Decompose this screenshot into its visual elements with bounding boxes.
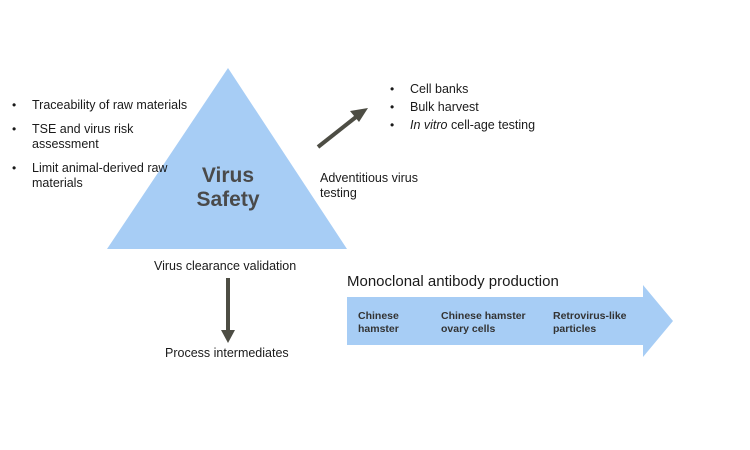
clearance-arrow-head: [221, 330, 235, 343]
list-item: TSE and virus risk assessment: [12, 122, 192, 152]
list-item: Traceability of raw materials: [12, 98, 192, 113]
list-item: Bulk harvest: [390, 100, 590, 115]
production-title: Monoclonal antibody production: [347, 273, 559, 290]
raw-materials-list: Traceability of raw materials TSE and vi…: [12, 98, 192, 200]
clearance-arrow: [221, 278, 235, 343]
adventitious-arrow: [316, 108, 368, 149]
adventitious-arrow-shaft: [316, 115, 358, 149]
list-item: Cell banks: [390, 82, 590, 97]
process-intermediates-label: Process intermediates: [165, 346, 289, 360]
production-stage-chinese-hamster: Chinese hamster: [358, 310, 399, 335]
triangle-title-line2: Safety: [196, 188, 260, 211]
triangle-title-line1: Virus: [201, 164, 255, 187]
list-item: Limit animal-derived raw materials: [12, 161, 192, 191]
list-item-rest: cell-age testing: [447, 118, 536, 132]
list-item: In vitro cell-age testing: [390, 118, 590, 133]
virus-clearance-label: Virus clearance validation: [154, 259, 297, 273]
production-stage-retrovirus: Retrovirus-like particles: [553, 310, 627, 335]
adventitious-arrow-head: [350, 108, 368, 122]
adventitious-testing-label: Adventitious virus testing: [320, 171, 418, 200]
list-item-italic: In vitro: [410, 118, 448, 132]
testing-list: Cell banks Bulk harvest In vitro cell-ag…: [390, 82, 590, 136]
virus-safety-triangle: [107, 68, 347, 249]
production-arrow: [347, 285, 673, 357]
production-stage-cho-cells: Chinese hamster ovary cells: [441, 310, 526, 335]
